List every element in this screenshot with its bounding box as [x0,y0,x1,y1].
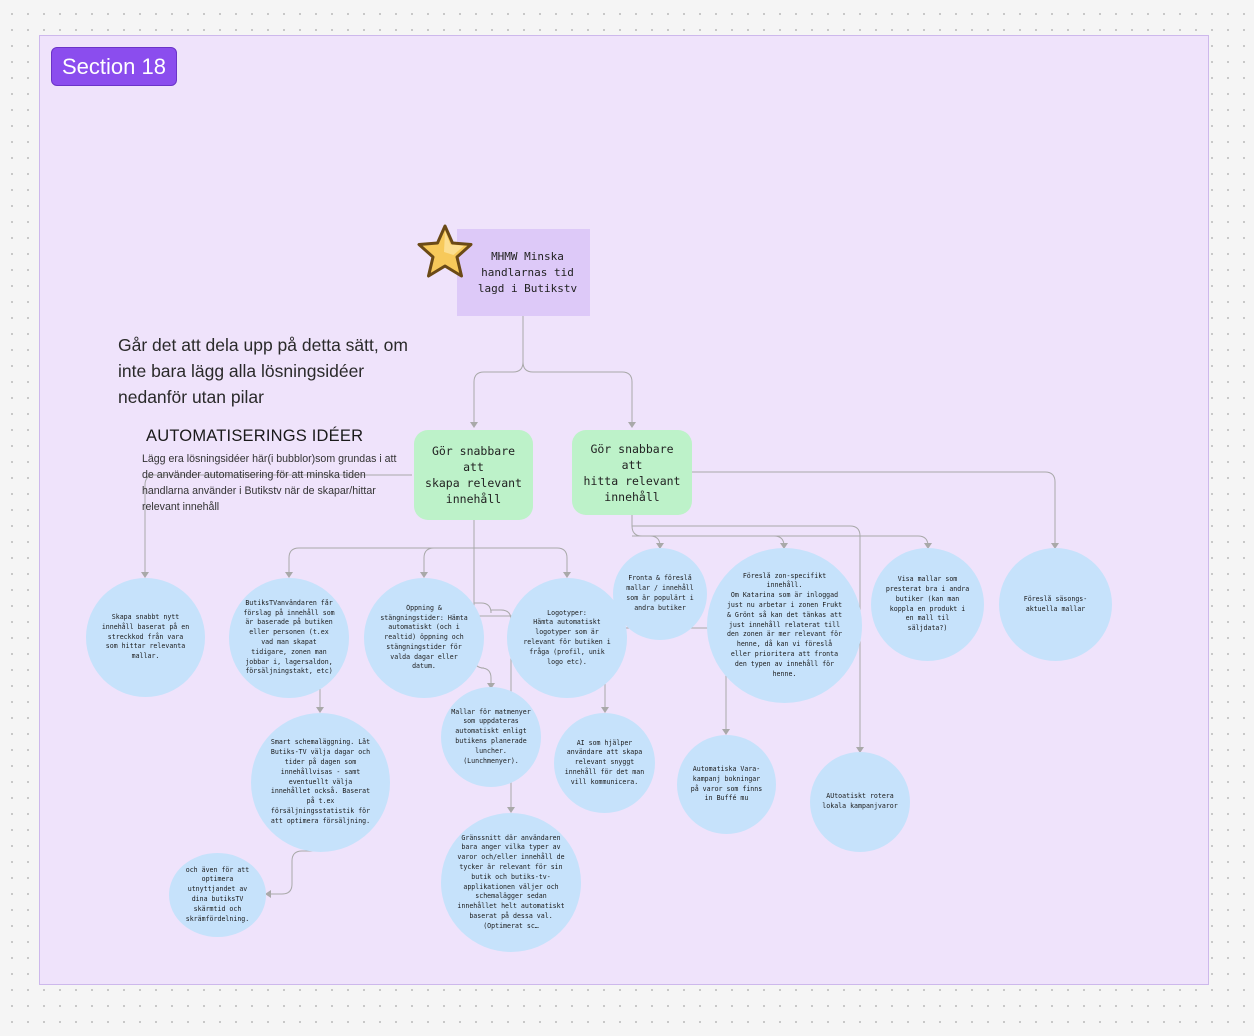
idea-text: Öppning & stängningstider: Hämta automat… [380,603,468,671]
idea-bubble[interactable]: Mallar för matmenyer som uppdateras auto… [441,687,541,787]
connector-find-rotera [632,525,861,750]
idea-text: Gränssnitt där användaren bara anger vil… [457,833,565,930]
idea-text: Automatiska Vara-kampanj bokningar på va… [690,764,763,803]
connector-find-branch [631,515,661,547]
idea-text: Logotyper: Hämta automatiskt logotyper s… [523,608,611,666]
idea-bubble[interactable]: Smart schemaläggning. Låt Butiks-TV välj… [251,713,390,852]
connector-find-zone [632,535,785,547]
idea-text: Föreslå zon-specifikt innehåll. Om Katar… [726,571,843,678]
idea-text: Föreslå säsongs-aktuella mallar [1023,594,1088,613]
idea-bubble[interactable]: Logotyper: Hämta automatiskt logotyper s… [507,578,627,698]
automation-description: Lägg era lösningsidéer här(i bubblor)som… [142,453,397,513]
idea-text: ButiksTVanvändaren får förslag på innehå… [243,598,335,676]
idea-text: AUtoatiskt rotera lokala kampanjvaror [822,792,898,810]
connector-find-visa [660,535,929,547]
idea-bubble[interactable]: Föreslå zon-specifikt innehåll. Om Katar… [707,548,862,703]
subgoal-create-sticky[interactable]: Gör snabbare att skapa relevant innehåll [414,430,533,520]
subgoal-create-text: Gör snabbare att skapa relevant innehåll [425,444,522,506]
idea-bubble[interactable]: Fronta & föreslå mallar / innehåll som ä… [613,548,707,640]
question-text: Går det att dela upp på detta sätt, om i… [118,335,408,407]
idea-text: Mallar för matmenyer som uppdateras auto… [451,707,531,765]
connector-create-branch [288,520,568,575]
goal-sticky[interactable]: MHMW Minska handlarnas tid lagd i Butiks… [457,229,590,316]
idea-text: och även för att optimera utnyttjandet a… [185,865,250,923]
idea-text: Fronta & föreslå mallar / innehåll som ä… [626,574,694,612]
connector-smart-och [268,850,320,895]
subgoal-find-text: Gör snabbare att hitta relevant innehåll [583,441,681,504]
idea-bubble[interactable]: Skapa snabbt nytt innehåll baserat på en… [86,578,205,697]
connector-auto-bubble1 [144,474,412,575]
idea-text: Skapa snabbt nytt innehåll baserat på en… [101,613,190,661]
idea-bubble[interactable]: Automatiska Vara-kampanj bokningar på va… [677,735,776,834]
idea-text: Smart schemaläggning. Låt Butiks-TV välj… [270,738,371,825]
idea-bubble[interactable]: Föreslå säsongs-aktuella mallar [999,548,1112,661]
section-label[interactable]: Section 18 [51,47,177,86]
goal-text: MHMW Minska handlarnas tid lagd i Butiks… [477,249,578,295]
idea-text: Visa mallar som presterat bra i andra bu… [885,575,970,633]
idea-bubble[interactable]: AI som hjälper användare att skapa relev… [554,713,655,813]
idea-bubble[interactable]: AUtoatiskt rotera lokala kampanjvaror [810,752,910,852]
idea-bubble[interactable]: Visa mallar som presterat bra i andra bu… [871,548,984,661]
idea-bubble[interactable]: Öppning & stängningstider: Hämta automat… [364,578,484,698]
idea-bubble[interactable]: och även för att optimera utnyttjandet a… [169,853,266,937]
automation-heading: AUTOMATISERINGS IDÉER [146,427,364,445]
connector-find-season [692,471,1056,546]
idea-bubble[interactable]: ButiksTVanvändaren får förslag på innehå… [229,578,349,698]
star-icon [417,224,473,278]
idea-text: AI som hjälper användare att skapa relev… [564,738,645,786]
idea-bubble[interactable]: Gränssnitt där användaren bara anger vil… [441,813,581,952]
subgoal-find-sticky[interactable]: Gör snabbare att hitta relevant innehåll [572,430,692,515]
connector-goal-subgoals [473,316,633,425]
